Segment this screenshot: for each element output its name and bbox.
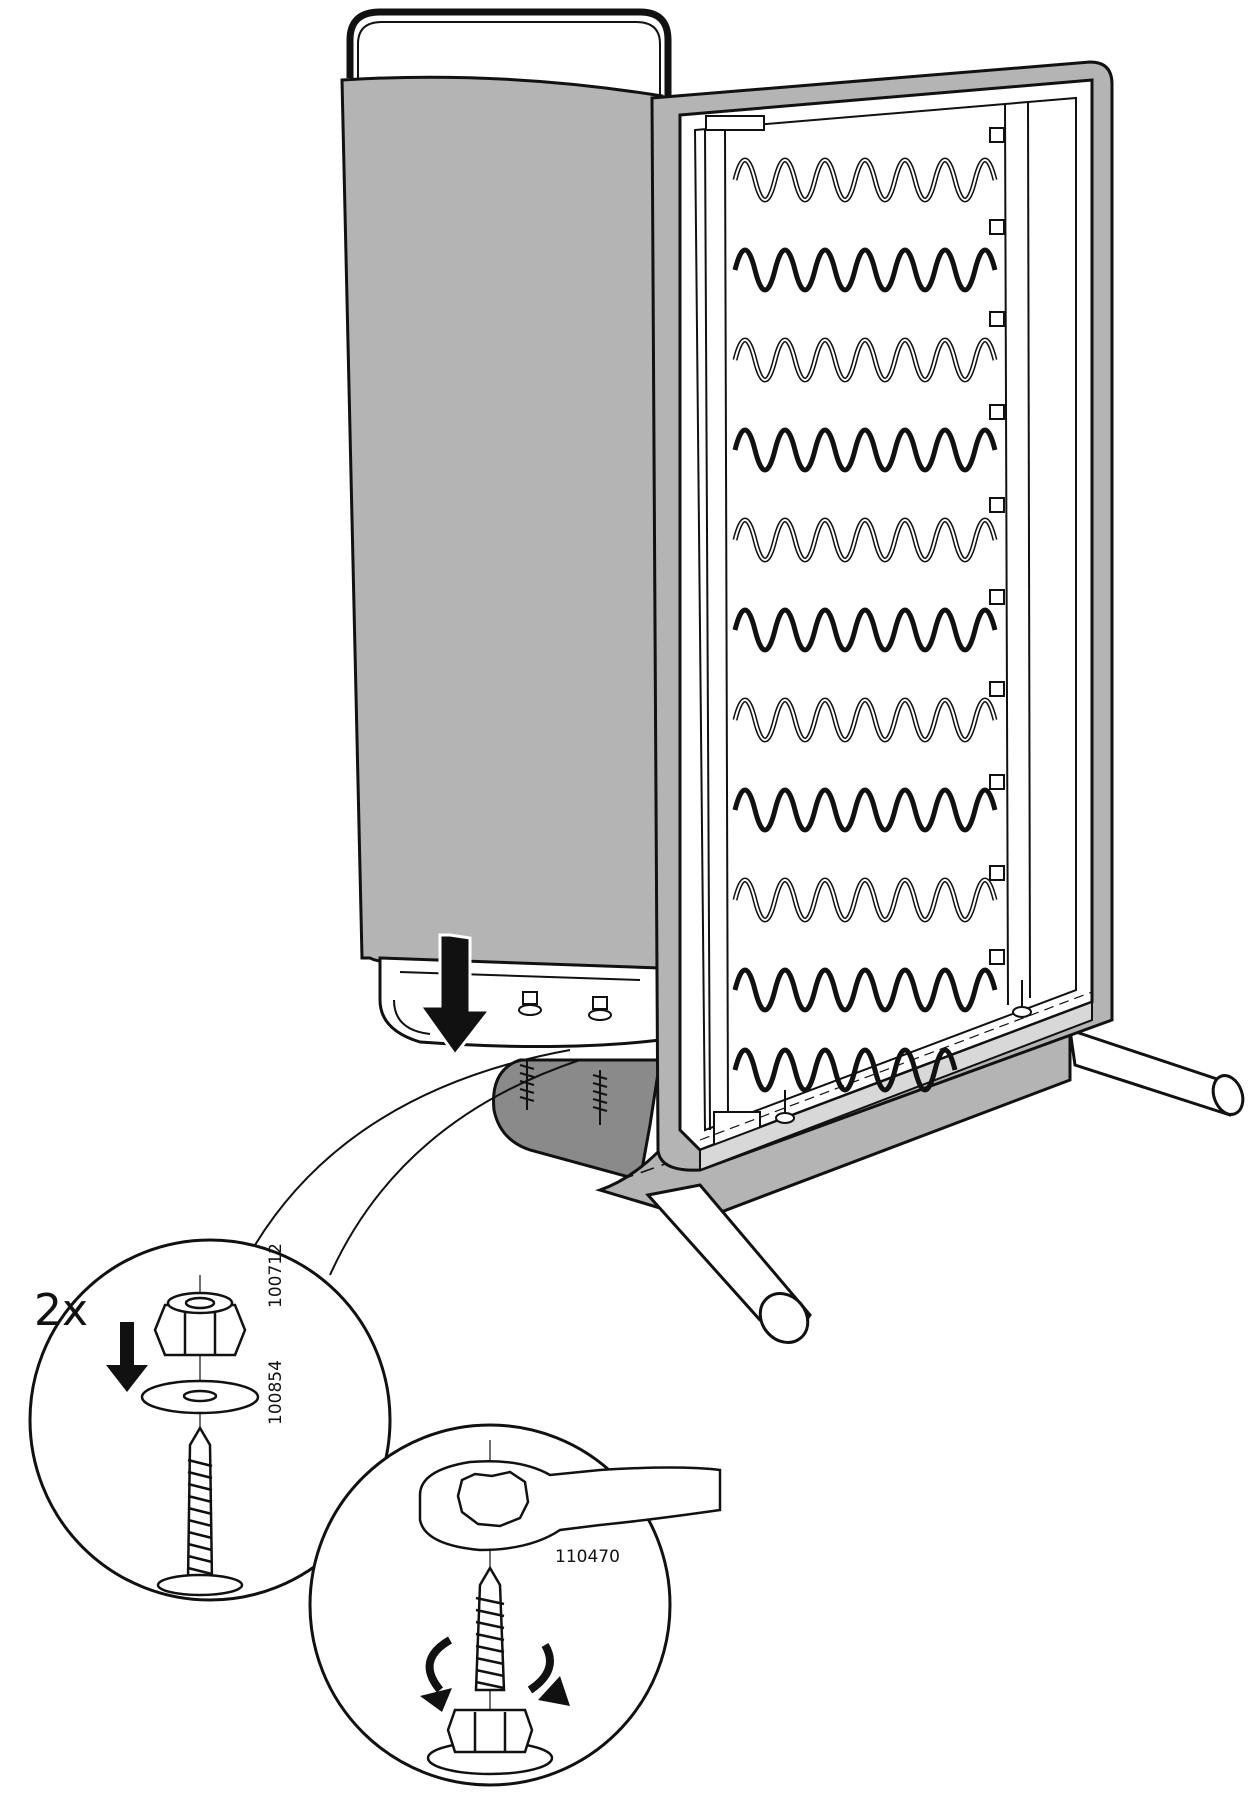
wrench-part-number: 110470 bbox=[555, 1547, 620, 1567]
base-screws bbox=[519, 1060, 608, 1125]
bolt-icon bbox=[156, 1425, 244, 1597]
washer-part-number: 100854 bbox=[266, 1360, 286, 1425]
down-arrow-icon bbox=[417, 933, 494, 1058]
bolt-icon bbox=[474, 1565, 506, 1692]
quantity-label: 2x bbox=[34, 1285, 89, 1336]
callout-lines bbox=[254, 1049, 581, 1276]
back-cushion bbox=[340, 8, 672, 1049]
spring-inner bbox=[734, 159, 996, 921]
washer-icon bbox=[140, 1379, 260, 1415]
spring-clips bbox=[989, 127, 1005, 965]
hex-nut-icon bbox=[426, 1708, 554, 1776]
down-arrow-icon bbox=[106, 1322, 148, 1392]
nut-part-number: 100712 bbox=[266, 1243, 286, 1308]
detail-circle-2 bbox=[308, 1423, 722, 1787]
cushion-handle bbox=[346, 8, 672, 100]
frame-bolts bbox=[775, 980, 1032, 1124]
wrench-icon bbox=[418, 1459, 722, 1552]
detail-circle-1 bbox=[28, 1238, 392, 1602]
rotate-arrow-icon bbox=[425, 1636, 554, 1694]
hex-nut-icon bbox=[153, 1291, 247, 1357]
cushion-panel bbox=[340, 75, 664, 972]
frame-legs bbox=[645, 1027, 1245, 1344]
tab-bolts bbox=[518, 991, 612, 1021]
